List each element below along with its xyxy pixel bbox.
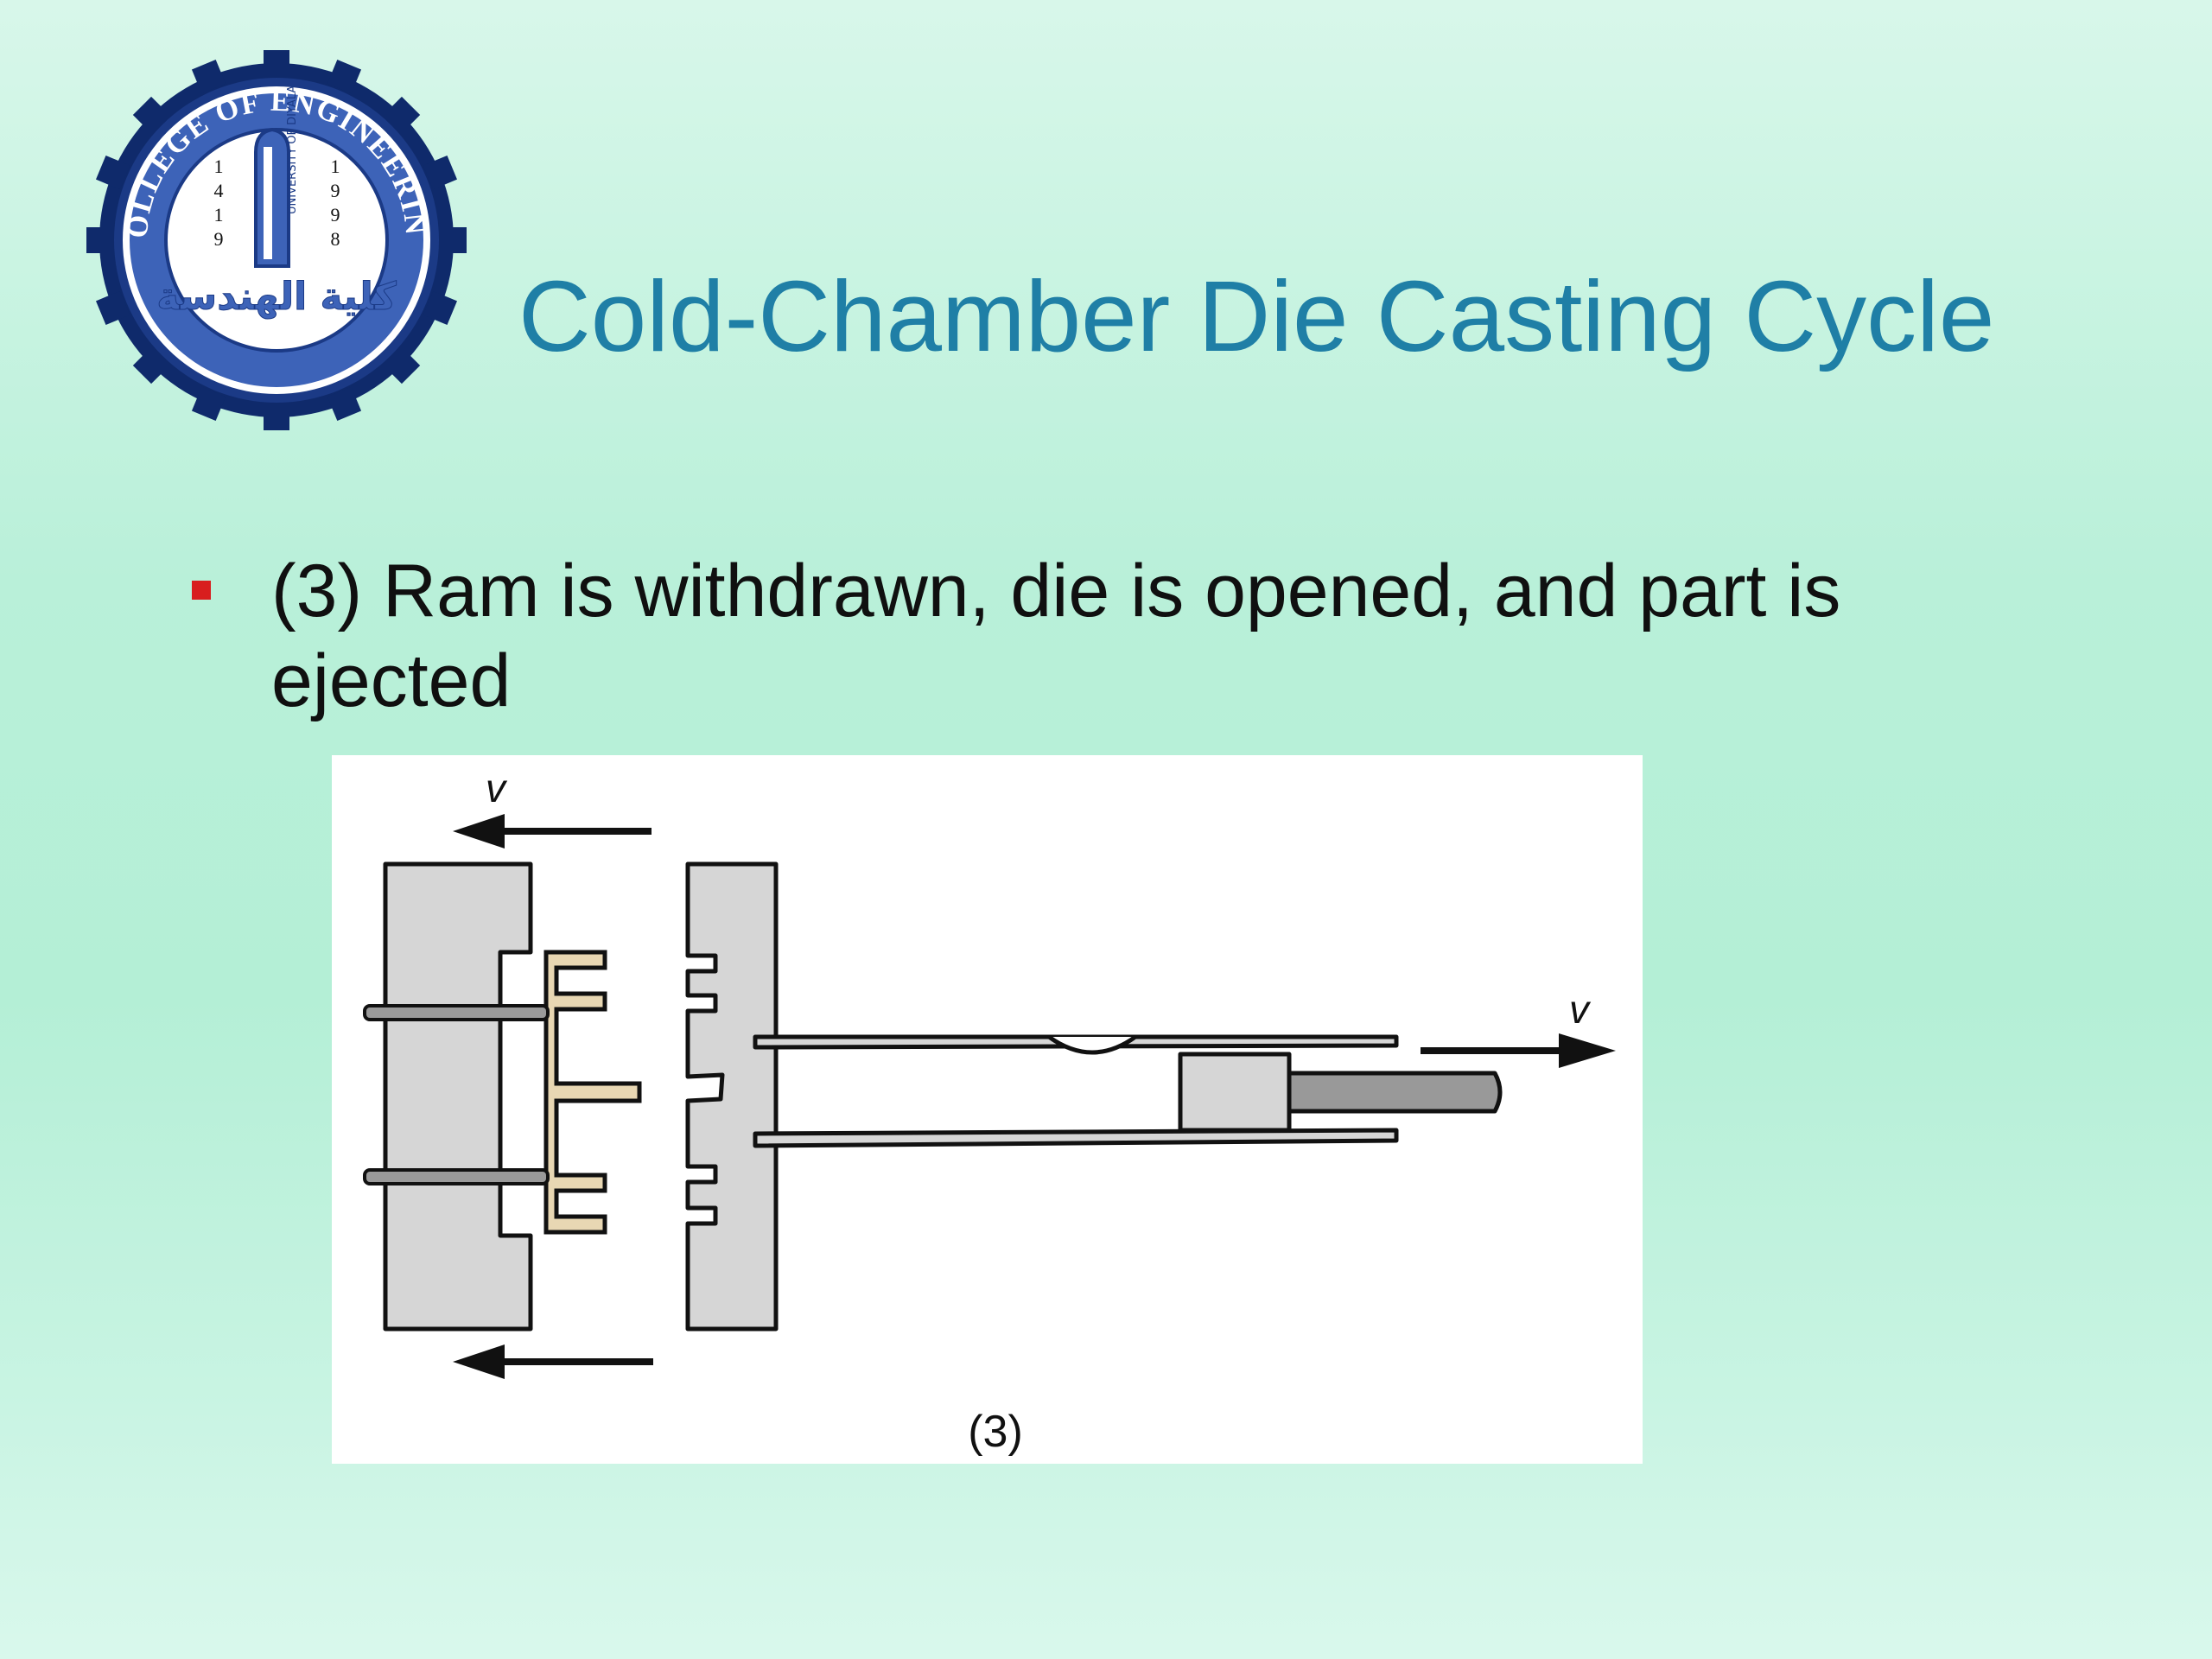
college-seal-logo: COLLEGE OF ENGINEERING كلية الهندسة - جا… bbox=[74, 25, 467, 430]
seal-year-right-1: 1 bbox=[331, 156, 340, 177]
velocity-label-right: v bbox=[1569, 987, 1592, 1032]
die-arrow-bottom-head bbox=[453, 1344, 505, 1379]
figure-caption: (3) bbox=[968, 1407, 1023, 1457]
velocity-label-top: v bbox=[486, 766, 508, 810]
ejected-part bbox=[543, 950, 642, 1235]
shot-sleeve-bottom bbox=[753, 1128, 1399, 1148]
seal-arabic-wordmark: كلية الهندسة bbox=[156, 275, 397, 319]
ram-rod bbox=[1287, 1071, 1503, 1114]
pour-hole bbox=[1047, 1034, 1137, 1055]
slide-title: Cold-Chamber Die Casting Cycle bbox=[518, 260, 1995, 372]
ram-arrow-head bbox=[1559, 1033, 1616, 1068]
die-arrow-top-head bbox=[453, 814, 505, 849]
seal-year-left-3: 1 bbox=[214, 204, 224, 226]
ejector-pin-lower bbox=[363, 1168, 550, 1185]
seal-year-right-2: 9 bbox=[331, 180, 340, 201]
seal-inner-text: UNIVERSITY OF DIYALA bbox=[286, 86, 299, 214]
die-casting-step3-icon: v v (3) bbox=[363, 766, 1616, 1457]
seal-year-right-4: 8 bbox=[331, 228, 340, 250]
college-seal-icon: COLLEGE OF ENGINEERING كلية الهندسة - جا… bbox=[74, 25, 467, 430]
square-bullet-icon bbox=[192, 581, 211, 600]
plunger-ram bbox=[1178, 1052, 1292, 1133]
cover-die-half bbox=[685, 861, 779, 1332]
seal-year-left-4: 9 bbox=[214, 228, 224, 250]
seal-year-left-1: 1 bbox=[214, 156, 224, 177]
seal-year-right-3: 9 bbox=[331, 204, 340, 226]
bullet-text: (3) Ram is withdrawn, die is opened, and… bbox=[271, 550, 1841, 722]
ejector-die-half bbox=[383, 861, 533, 1332]
die-casting-diagram: v v (3) bbox=[332, 755, 1643, 1464]
seal-year-left-2: 4 bbox=[214, 180, 224, 201]
ejector-pin-upper bbox=[363, 1004, 550, 1021]
